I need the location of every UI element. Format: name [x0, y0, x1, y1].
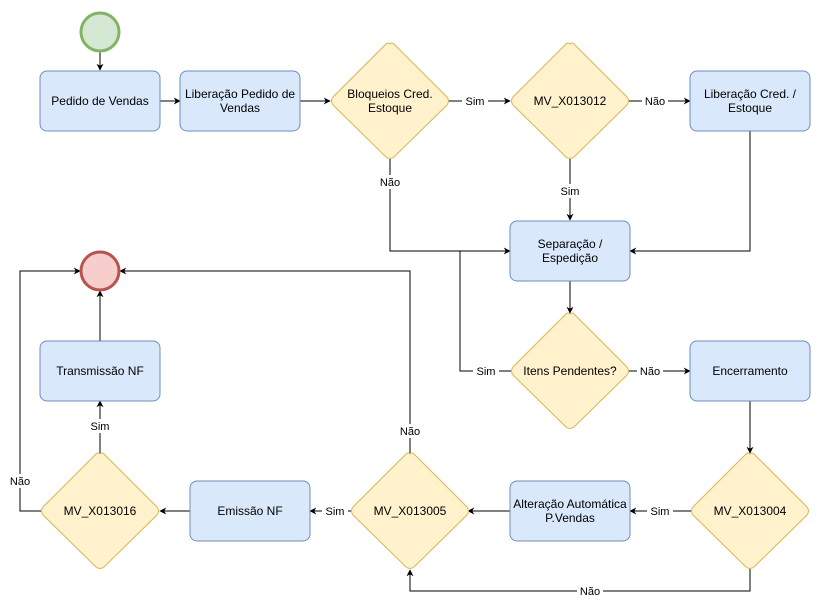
process-alteracao-automatica: Alteração Automática P.Vendas	[509, 480, 631, 542]
edge-label-x013012-sim: Sim	[561, 186, 580, 198]
process-liberacao-pedido: Liberação Pedido de Vendas	[179, 70, 301, 132]
process-liberacao-cred-estoque: Liberação Cred. / Estoque	[689, 70, 811, 132]
edge-liberacao-cred-to-separacao	[629, 131, 751, 255]
decision-mv-x013005: MV_X013005	[351, 452, 469, 569]
bloqueios-label-line1: Bloqueios Cred.	[347, 87, 432, 101]
edge-label-x013016-nao: Não	[10, 476, 30, 488]
transmissao-nf-label: Transmissão NF	[56, 364, 144, 378]
edge-x013016-to-end	[19, 267, 81, 512]
edge-label-x013005-nao: Não	[400, 426, 420, 438]
edge-bloqueios-to-separacao	[389, 159, 511, 255]
edge-label-itens-sim: Sim	[477, 366, 496, 378]
edge-label-x013005-sim: Sim	[326, 506, 345, 518]
process-pedido-de-vendas: Pedido de Vendas	[39, 70, 161, 132]
encerramento-label: Encerramento	[712, 364, 788, 378]
decision-mv-x013016: MV_X013016	[41, 452, 159, 569]
itens-pendentes-label: Itens Pendentes?	[523, 364, 617, 378]
decision-mv-x013004: MV_X013004	[691, 452, 809, 569]
mv-x013012-label: MV_X013012	[534, 94, 607, 108]
process-transmissao-nf: Transmissão NF	[39, 340, 161, 402]
liberacao-cred-label-line1: Liberação Cred. /	[704, 87, 797, 101]
liberacao-pedido-label-line2: Vendas	[220, 101, 260, 115]
end-event	[79, 250, 121, 292]
decision-bloqueios: Bloqueios Cred. Estoque	[331, 42, 449, 159]
edge-label-x013016-sim: Sim	[91, 421, 110, 433]
emissao-nf-label: Emissão NF	[217, 504, 282, 518]
edge-label-bloqueios-nao: Não	[380, 177, 400, 189]
liberacao-pedido-label-line1: Liberação Pedido de	[185, 87, 295, 101]
edge-x013005-to-end	[119, 267, 411, 453]
edge-labels: Sim Não Não Sim Sim Não Sim Não Sim Não …	[7, 94, 673, 598]
bloqueios-label-line2: Estoque	[368, 101, 412, 115]
separacao-label-line2: Espedição	[542, 251, 598, 265]
alteracao-label-line1: Alteração Automática	[513, 497, 627, 511]
edge-label-x013004-sim: Sim	[651, 506, 670, 518]
mv-x013004-label: MV_X013004	[714, 504, 787, 518]
pedido-de-vendas-label: Pedido de Vendas	[51, 94, 148, 108]
process-separacao-espedicao: Separação / Espedição	[509, 220, 631, 282]
process-emissao-nf: Emissão NF	[189, 480, 311, 542]
edge-label-x013004-nao: Não	[580, 586, 600, 598]
decision-mv-x013012: MV_X013012	[511, 42, 629, 159]
separacao-label-line1: Separação /	[538, 237, 603, 251]
process-encerramento: Encerramento	[689, 340, 811, 402]
mv-x013005-label: MV_X013005	[374, 504, 447, 518]
start-event	[79, 11, 121, 53]
edge-label-x013012-nao: Não	[645, 96, 665, 108]
edge-label-bloqueios-sim: Sim	[466, 96, 485, 108]
decision-itens-pendentes: Itens Pendentes?	[511, 312, 629, 429]
alteracao-label-line2: P.Vendas	[545, 511, 595, 525]
edge-itens-to-separacao	[459, 251, 512, 372]
liberacao-cred-label-line2: Estoque	[728, 101, 772, 115]
edge-label-itens-nao: Não	[640, 366, 660, 378]
mv-x013016-label: MV_X013016	[64, 504, 137, 518]
